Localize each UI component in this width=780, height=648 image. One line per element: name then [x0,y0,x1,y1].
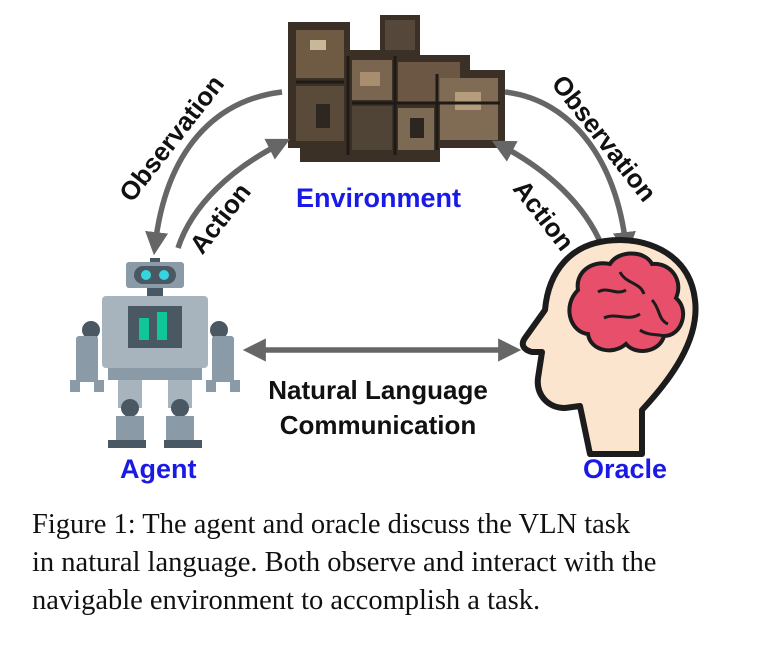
left-action-arrow [175,138,291,249]
caption-line-2: in natural language. Both observe and in… [32,547,657,578]
right-observation-arrow [504,89,636,256]
robot-icon [70,258,240,448]
diagram-graphics [70,15,699,457]
diagram: Environment Agent Oracle Observation Act… [70,15,699,484]
environment-label: Environment [296,183,462,213]
human-head-brain-icon [519,237,699,457]
caption-line-3: navigable environment to accomplish a ta… [32,585,541,616]
communication-label: Natural Language Communication [218,373,538,443]
communication-label-line2: Communication [279,410,477,440]
agent-label: Agent [120,454,197,484]
environment-floorplan-image [288,15,505,162]
communication-label-line1: Natural Language [268,375,488,405]
right-action-arrow [491,140,605,248]
caption-line-1: Figure 1: The agent and oracle discuss t… [32,509,631,540]
figure-caption: Figure 1: The agent and oracle discuss t… [32,506,762,620]
oracle-label: Oracle [583,454,668,484]
left-observation-arrow [145,89,283,256]
